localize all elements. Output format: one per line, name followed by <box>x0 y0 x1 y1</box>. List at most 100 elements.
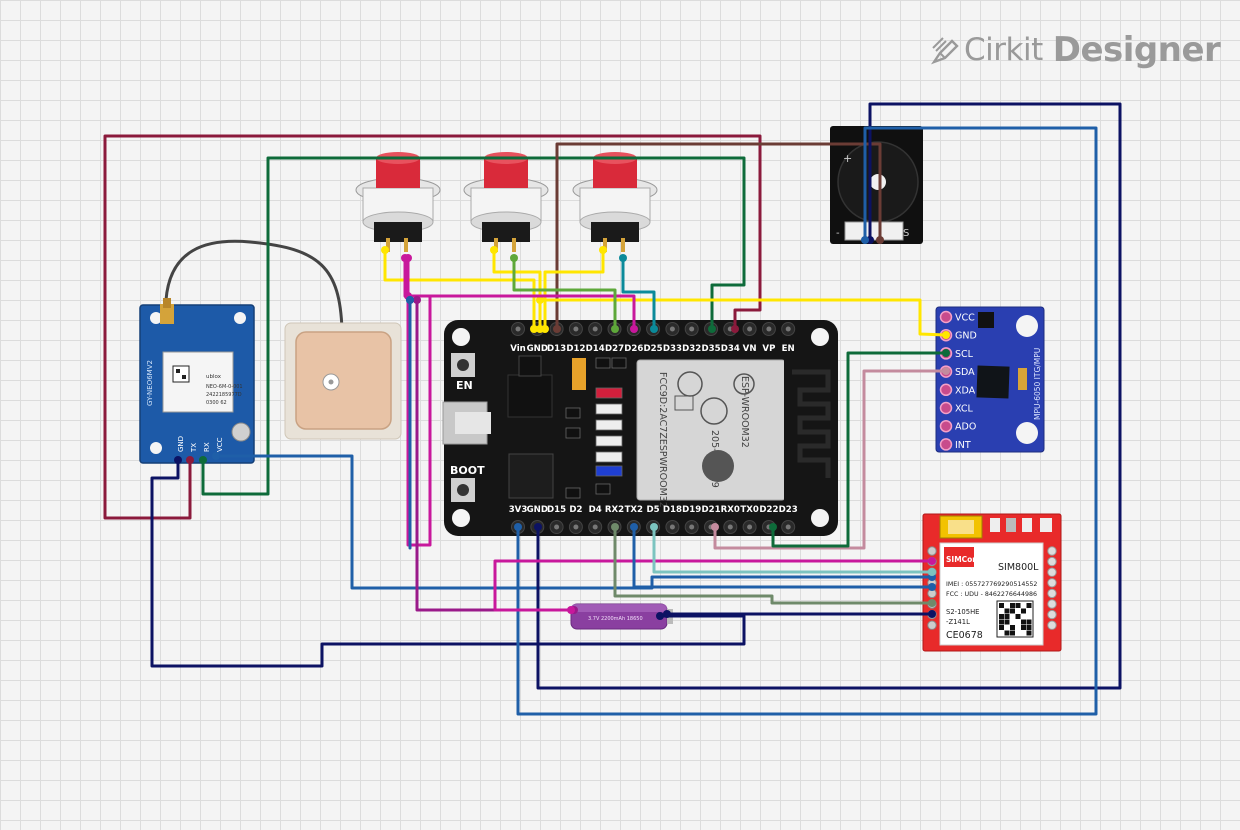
wire-endpoint <box>186 456 194 464</box>
wire <box>493 559 932 612</box>
mpu-pin[interactable] <box>939 310 953 324</box>
wire-endpoint <box>174 456 182 464</box>
sim-pin[interactable] <box>927 620 937 630</box>
wire-endpoint <box>876 236 884 244</box>
wire <box>216 454 932 590</box>
mpu-mount-hole <box>1016 315 1038 337</box>
esp32-pin-label: D26 <box>624 344 643 354</box>
wire-endpoint <box>928 599 936 607</box>
esp32-mount-hole <box>452 328 470 346</box>
esp32-pin-label: D35 <box>701 344 720 354</box>
svg-text:+: + <box>843 152 852 165</box>
module-name: ESP-WROOM32 <box>739 376 750 448</box>
esp32-pin-label: D14 <box>586 344 605 354</box>
sim-pin[interactable] <box>1047 609 1057 620</box>
gps-module[interactable]: ublox NEO-6M-0-001 2422185977D 0300 62 G… <box>139 239 344 464</box>
buzzer-module[interactable]: + - S <box>830 126 923 244</box>
en-label: EN <box>456 379 473 392</box>
esp32-pin-label: D34 <box>721 344 740 354</box>
gps-mount-hole <box>234 312 246 324</box>
wire-endpoint <box>942 367 950 375</box>
wire-endpoint <box>534 523 542 531</box>
wire-endpoint <box>630 325 638 333</box>
gps-chip-qr <box>172 365 190 383</box>
mpu-pin[interactable] <box>939 438 953 451</box>
wire-endpoint <box>650 523 658 531</box>
sim-pin[interactable] <box>1047 620 1057 630</box>
wire-endpoint <box>928 568 936 576</box>
pencil-icon <box>930 37 959 65</box>
push-buttons[interactable] <box>355 152 658 252</box>
wire-endpoint <box>650 325 658 333</box>
esp32-pin-label: D23 <box>779 505 798 515</box>
wire <box>512 258 617 329</box>
mpu-board-label: MPU-6050 ITG/MPU <box>1033 348 1042 420</box>
wire-endpoint <box>413 296 421 304</box>
sim-pin[interactable] <box>1047 556 1057 567</box>
wire <box>713 369 946 550</box>
sim-pin[interactable] <box>927 546 937 556</box>
wire-endpoint <box>611 523 619 531</box>
wire-endpoint <box>199 456 207 464</box>
gps-antenna-cable <box>164 239 344 331</box>
gps-pin-label: RX <box>203 442 211 452</box>
wire <box>403 258 636 329</box>
svg-text:S: S <box>903 228 909 239</box>
mpu-pin[interactable] <box>939 383 953 397</box>
wire-endpoint <box>381 246 389 254</box>
mpu-pin[interactable] <box>939 419 953 433</box>
esp32-pin-label: VN <box>743 344 757 354</box>
wire-endpoint <box>406 296 414 304</box>
mpu-pin[interactable] <box>939 401 953 415</box>
svg-text:-: - <box>836 228 840 239</box>
mpu-pin-label: GND <box>955 331 977 342</box>
wire-endpoint <box>212 452 220 460</box>
mpu-pin-label: SDA <box>955 367 975 378</box>
mpu-pin-label: INT <box>955 440 971 451</box>
battery-18650[interactable]: 3.7V 2200mAh 18650 <box>570 603 673 630</box>
wire-endpoint <box>656 612 664 620</box>
wire <box>516 126 1098 716</box>
wires <box>103 102 1122 716</box>
sim-pin[interactable] <box>1047 578 1057 588</box>
sim-code2: -Z141L <box>946 618 970 626</box>
wire <box>771 351 946 548</box>
sim800l-module[interactable]: SIMCom SIM800L IMEI : 055727769290514552… <box>922 513 1062 652</box>
esp32-pin-label: GND <box>527 344 548 354</box>
mpu-mount-hole <box>1016 422 1038 444</box>
wire-endpoint <box>942 349 950 357</box>
gps-board-label: GY-NEO6MV2 <box>146 360 154 406</box>
sim-pin[interactable] <box>1047 588 1057 599</box>
gps-patch-antenna[interactable] <box>284 322 402 440</box>
esp32-pin-label: Vin <box>510 344 526 354</box>
esp32-pin-label: VP <box>762 344 775 354</box>
sim-pin[interactable] <box>1047 599 1057 609</box>
sim-pin[interactable] <box>1047 567 1057 577</box>
wire-endpoint <box>553 325 561 333</box>
gps-chip-line2: 2422185977D <box>206 392 242 398</box>
esp32-pin-label: D2 <box>569 505 582 515</box>
wire-endpoint <box>928 557 936 565</box>
gps-pin-label: GND <box>177 436 185 452</box>
wire-endpoint <box>630 523 638 531</box>
esp32-pin-label: D13 <box>547 344 566 354</box>
wire <box>613 527 932 605</box>
gps-mount-hole <box>150 442 162 454</box>
battery-label: 3.7V 2200mAh 18650 <box>588 616 643 622</box>
wire-endpoint <box>611 325 619 333</box>
esp32-pin-label: TX2 <box>625 505 643 515</box>
mpu-pin-label: SCL <box>955 349 974 360</box>
esp32-board[interactable]: EN BOOT ESP-WROOM32 FCC9D:2AC7ZESPWROOM3… <box>442 320 838 536</box>
esp32-pin-label: D5 <box>647 505 660 515</box>
wire-endpoint <box>510 254 518 262</box>
wire-endpoint <box>928 583 936 591</box>
wire-endpoint <box>536 296 544 304</box>
wire-endpoint <box>567 606 575 614</box>
esp32-pin-label: RX0 <box>721 505 740 515</box>
wire-endpoint <box>490 246 498 254</box>
sim-pin[interactable] <box>1047 546 1057 556</box>
sim-imei: IMEI : 055727769290514552 <box>946 581 1037 588</box>
esp32-pin-label: EN <box>782 344 795 354</box>
